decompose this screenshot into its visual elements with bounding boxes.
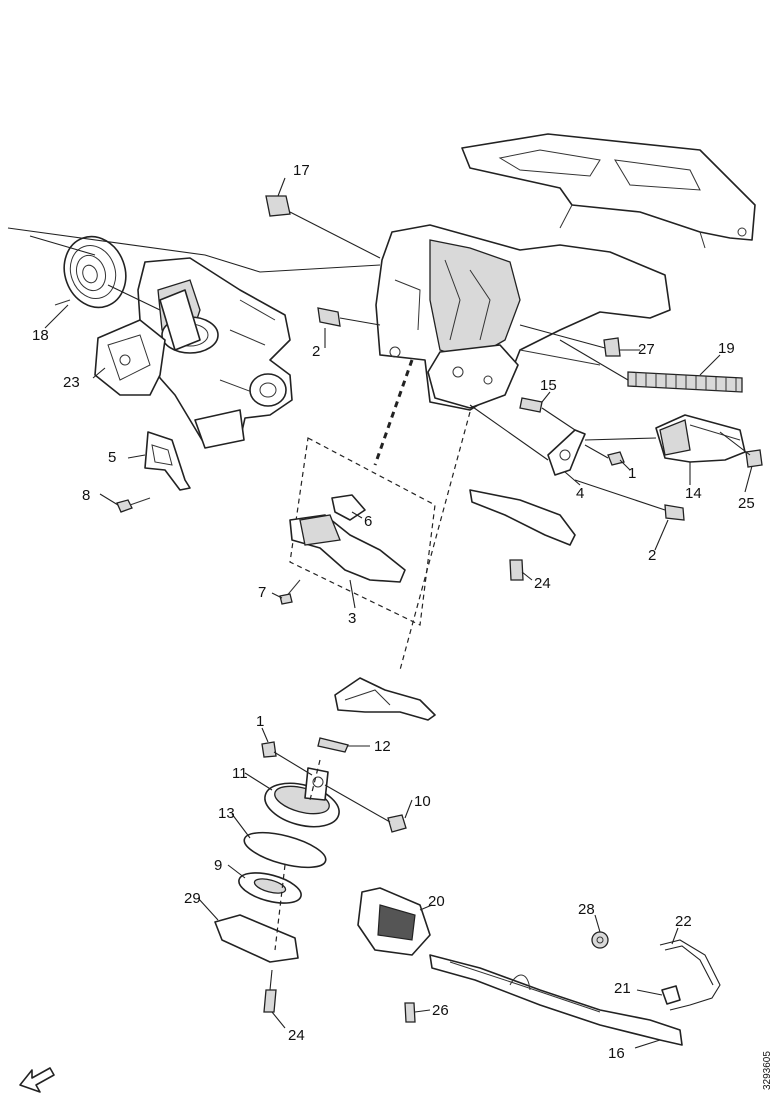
screw-25 xyxy=(745,449,763,468)
callout-12: 12 xyxy=(374,738,391,755)
callout-8: 8 xyxy=(82,487,90,504)
leader-24-lower xyxy=(269,969,273,991)
callout-23: 23 xyxy=(63,374,80,391)
bolt-2-right xyxy=(664,504,685,521)
dashed-link-column xyxy=(373,359,414,466)
callout-14: 14 xyxy=(685,485,702,502)
dashed-axis-switch xyxy=(309,759,321,801)
bolt-15 xyxy=(519,397,543,413)
callout-11: 11 xyxy=(232,765,248,782)
callout-7: 7 xyxy=(258,584,266,601)
seal-ring-13 xyxy=(243,831,327,869)
nut-1-lower xyxy=(261,741,277,758)
bolt-17 xyxy=(265,195,291,217)
callout-24-upper: 24 xyxy=(534,575,551,592)
adjust-lever-14 xyxy=(655,414,746,463)
leader-1-right xyxy=(584,444,609,459)
leader-10 xyxy=(324,784,391,823)
nut-28 xyxy=(591,931,609,949)
leader-2-right xyxy=(574,479,666,511)
screw-10 xyxy=(387,814,407,833)
bolt-2-left xyxy=(317,307,341,327)
callout-4: 4 xyxy=(576,485,584,502)
callout-20: 20 xyxy=(428,893,445,910)
leader-4 xyxy=(469,404,549,461)
upper-cover-panel xyxy=(461,133,756,249)
callout-17: 17 xyxy=(293,162,310,179)
cable-22 xyxy=(659,939,721,1011)
coil-spring-19 xyxy=(627,371,743,393)
leader-14 xyxy=(584,437,657,441)
callout-13: 13 xyxy=(218,805,235,822)
bracket-21 xyxy=(661,985,681,1005)
callout-29: 29 xyxy=(184,890,201,907)
gasket-29 xyxy=(214,914,299,963)
callout-21: 21 xyxy=(614,980,631,997)
callout-3: 3 xyxy=(348,610,356,627)
small-bracket-5 xyxy=(144,431,191,491)
callout-19: 19 xyxy=(718,340,735,357)
leader-17 xyxy=(289,211,381,259)
lever-arm-4 xyxy=(547,429,586,476)
leader-1-lower xyxy=(273,751,313,776)
nut-1-right xyxy=(607,451,625,466)
callout-2-right: 2 xyxy=(648,547,656,564)
reference-code: 3293605 xyxy=(762,1051,773,1090)
callout-27: 27 xyxy=(638,341,655,358)
switch-bracket xyxy=(334,677,436,721)
leader-25 xyxy=(719,431,751,456)
callout-2-left: 2 xyxy=(312,343,320,360)
lower-shroud-3 xyxy=(289,514,406,583)
screw-8 xyxy=(116,497,151,513)
connector-20 xyxy=(357,887,431,956)
steering-lock-housing xyxy=(137,257,293,449)
callout-5: 5 xyxy=(108,449,116,466)
callout-10: 10 xyxy=(414,793,431,810)
spring-clip-12 xyxy=(317,737,349,753)
callout-28: 28 xyxy=(578,901,595,918)
leader-19 xyxy=(559,339,629,381)
callout-18: 18 xyxy=(32,327,49,344)
screw-7 xyxy=(279,579,301,605)
mounting-bracket-23 xyxy=(94,319,166,396)
leader-2-left xyxy=(339,317,381,326)
leader-15 xyxy=(541,407,576,431)
callout-22: 22 xyxy=(675,913,692,930)
clip-27 xyxy=(603,337,621,357)
callout-1-right: 1 xyxy=(628,465,636,482)
ignition-switch-11 xyxy=(264,767,340,828)
bolt-24-upper xyxy=(509,559,524,581)
leader-bracket-18 xyxy=(107,284,161,311)
dashed-axis-column xyxy=(399,411,471,671)
direction-arrow-icon xyxy=(19,1067,55,1093)
callout-15: 15 xyxy=(540,377,557,394)
callout-24-lower: 24 xyxy=(288,1027,305,1044)
callout-9: 9 xyxy=(214,857,222,874)
callout-16: 16 xyxy=(608,1045,625,1062)
callout-1-lower: 1 xyxy=(256,713,264,730)
leader-18-spring xyxy=(29,235,96,256)
flange-9 xyxy=(238,872,302,904)
wiring-harness-16 xyxy=(429,954,683,1046)
leader-27 xyxy=(519,324,606,349)
leader-18-assembly xyxy=(7,227,381,273)
clock-spring-coil xyxy=(54,235,127,309)
callout-25: 25 xyxy=(738,495,755,512)
bolt-24-lower xyxy=(263,989,277,1013)
callout-6: 6 xyxy=(364,513,372,530)
pin-26 xyxy=(404,1002,416,1023)
strap-plate xyxy=(469,489,576,546)
main-column-bracket xyxy=(375,224,671,411)
callout-26: 26 xyxy=(432,1002,449,1019)
